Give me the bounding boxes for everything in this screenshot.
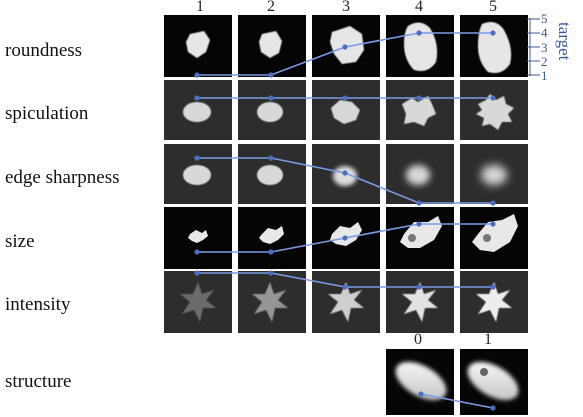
lesion-shape: [476, 282, 512, 322]
level-point: [342, 284, 348, 290]
attribute-curves: [194, 30, 496, 411]
lesion-shape: [252, 282, 288, 322]
level-point: [490, 284, 496, 290]
lesion-shape: [259, 226, 284, 244]
column-label: 4: [415, 0, 423, 15]
lesion-shape: [257, 165, 283, 185]
target-scale-axis: [527, 18, 540, 76]
lesion-texture: [480, 368, 488, 376]
level-point: [490, 95, 496, 101]
lesion-shape: [472, 214, 518, 252]
scale-tick: 4: [541, 25, 548, 40]
level-point: [416, 95, 422, 101]
lesion-shape: [406, 165, 430, 185]
level-point: [342, 44, 348, 50]
row-intensity-tiles: [164, 271, 528, 333]
lesion-shape: [188, 230, 208, 243]
row-label-roundness: roundness: [5, 40, 83, 61]
lesion-shape: [331, 100, 360, 124]
level-point: [490, 221, 496, 227]
row-label-structure: structure: [5, 371, 72, 392]
level-point: [416, 221, 422, 227]
column-label: 2: [267, 0, 275, 15]
column-label: 5: [489, 0, 497, 15]
row-roundness-tiles: [164, 15, 528, 77]
curve-structure: [420, 393, 494, 409]
structure-column-label: 1: [484, 331, 492, 348]
row-label-edge-sharpness: edge sharpness: [5, 167, 120, 188]
level-point: [416, 284, 422, 290]
lesion-shape: [186, 31, 210, 58]
level-point: [194, 155, 200, 161]
lesion-shape: [183, 102, 211, 122]
row-structure-tiles: [386, 349, 528, 415]
level-point: [194, 95, 200, 101]
lesion-shape: [257, 102, 283, 122]
lesion-shape: [259, 31, 282, 58]
structure-column-label: 0: [414, 331, 422, 348]
lesion-shape: [402, 282, 438, 322]
lesion-shape: [478, 22, 512, 73]
scale-tick: 5: [541, 11, 548, 26]
level-point: [342, 235, 348, 241]
level-point: [268, 95, 274, 101]
level-point: [268, 270, 274, 276]
level-point: [194, 249, 200, 255]
row-label-size: size: [5, 231, 35, 252]
lesion-shape: [481, 165, 507, 185]
level-point: [268, 249, 274, 255]
level-point: [194, 270, 200, 276]
level-point: [490, 30, 496, 36]
level-point: [194, 72, 200, 78]
lesion-shape: [330, 26, 364, 64]
level-point: [490, 405, 496, 411]
scale-tick: 1: [541, 68, 548, 83]
lesion-shape: [476, 94, 514, 130]
row-spiculation-tiles: [164, 80, 528, 140]
level-point: [416, 30, 422, 36]
level-point: [342, 95, 348, 101]
row-size-tiles: [164, 207, 528, 269]
lesion-shape: [402, 96, 436, 126]
column-label: 3: [342, 0, 350, 15]
scale-tick: 2: [541, 54, 548, 69]
level-point: [342, 170, 348, 176]
column-label: 1: [196, 0, 204, 15]
lesion-shape: [328, 282, 364, 322]
lesion-shape: [183, 165, 211, 185]
scale-tick: 3: [541, 40, 548, 55]
lesion-texture: [483, 234, 491, 242]
row-label-intensity: intensity: [5, 294, 71, 315]
level-point: [268, 155, 274, 161]
level-point: [490, 200, 496, 206]
lesion-shape: [180, 282, 216, 322]
lesion-texture: [408, 234, 416, 242]
level-point: [416, 200, 422, 206]
level-point: [418, 391, 424, 397]
level-point: [268, 72, 274, 78]
row-label-spiculation: spiculation: [5, 103, 89, 124]
lesion-shape: [395, 361, 447, 401]
